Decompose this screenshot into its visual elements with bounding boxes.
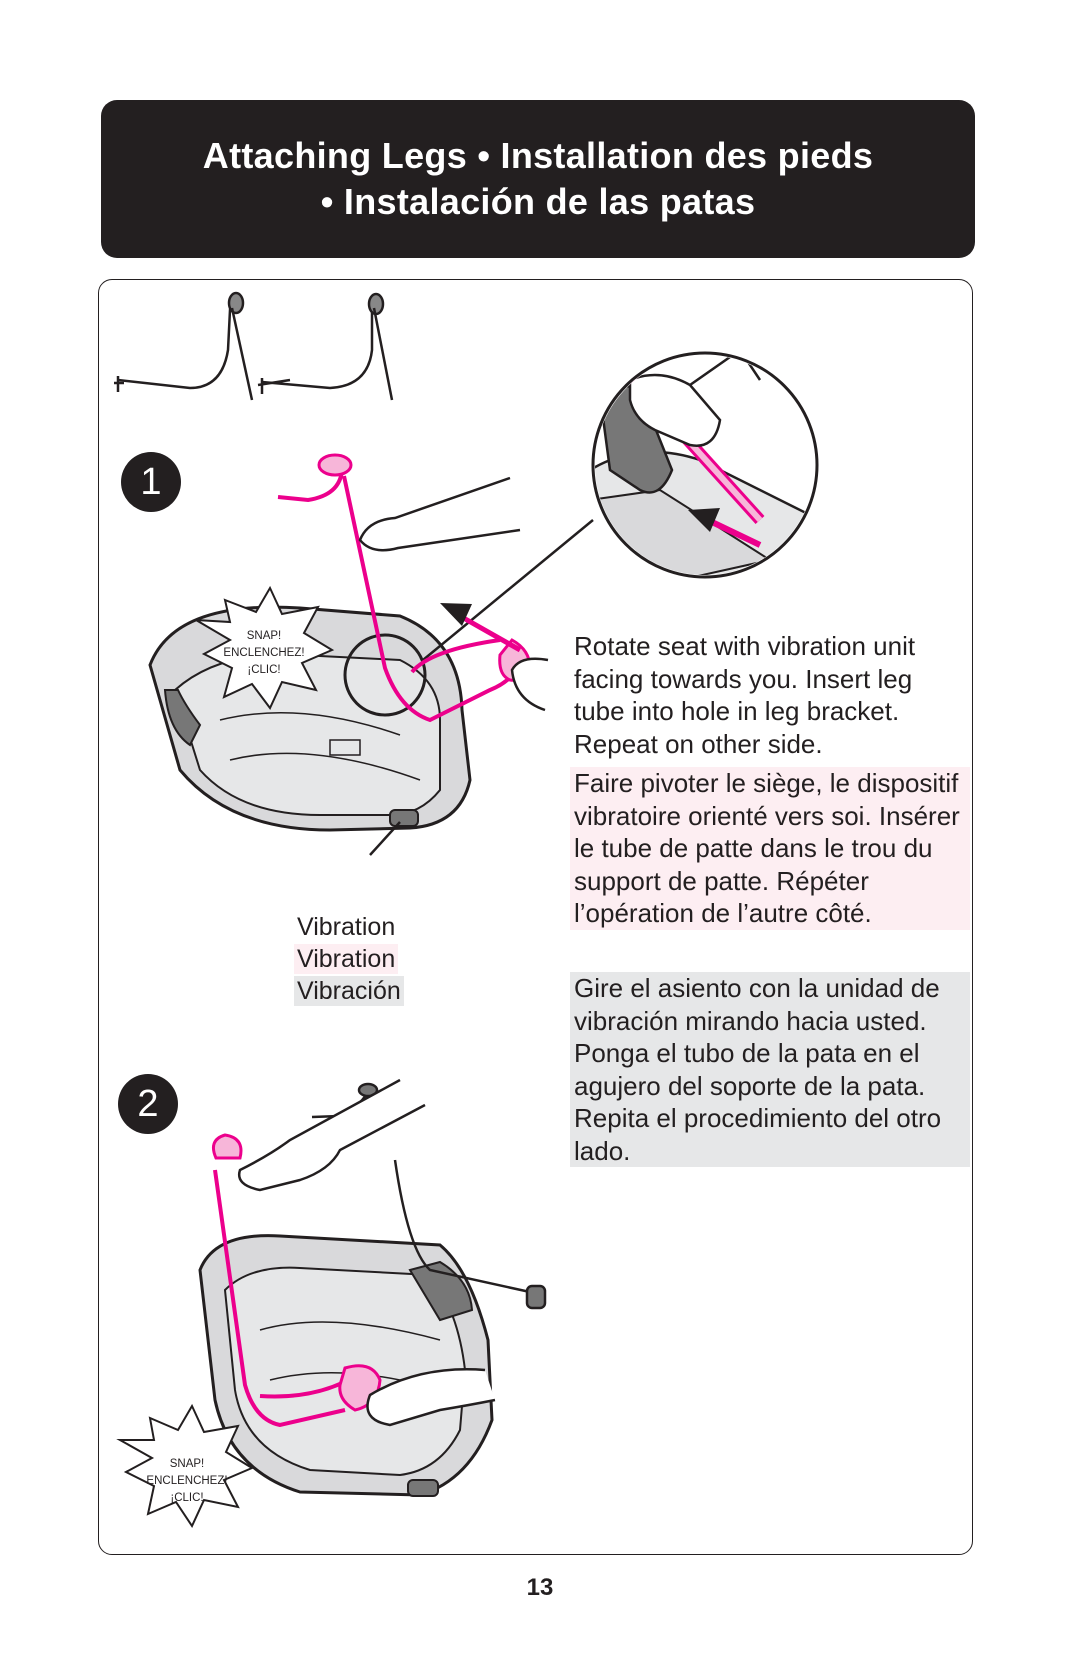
vibration-label-en: Vibration — [297, 913, 396, 941]
snap-burst-icon — [116, 1403, 255, 1529]
zoom-leader-line — [422, 519, 594, 661]
vibration-label-fr: Vibration — [294, 944, 399, 974]
snap-label: SNAP! ENCLENCHEZ! ¡CLIC! — [223, 630, 305, 676]
instruction-es: Gire el asiento con la unidad de vibraci… — [570, 972, 970, 1167]
zoom-ring — [343, 633, 427, 717]
step-number-1: 1 — [121, 452, 181, 512]
vibration-label-es: Vibración — [294, 976, 404, 1006]
instruction-fr: Faire pivoter le siège, le dispositif vi… — [570, 767, 970, 930]
vibration-leader-line — [369, 821, 401, 856]
page-number: 13 — [526, 1574, 554, 1601]
title-banner: Attaching Legs • Installation des pieds … — [101, 100, 975, 258]
step-number-2: 2 — [118, 1074, 178, 1134]
instruction-en: Rotate seat with vibration unit facing t… — [574, 631, 916, 759]
hand-illustration — [358, 476, 549, 712]
leg-tube-icon — [114, 291, 254, 401]
zoom-inset-icon — [591, 351, 819, 579]
title-line-1: Attaching Legs • Installation des pieds — [202, 135, 874, 176]
snap-burst-icon — [195, 585, 335, 710]
arrow-icon — [440, 603, 522, 653]
snap-label: SNAP! ENCLENCHEZ! ¡CLIC! — [146, 1458, 228, 1504]
leg-tube-icon — [257, 292, 394, 401]
title-line-2: • Instalación de las patas — [320, 181, 756, 222]
instruction-panel — [98, 279, 973, 1555]
hand-illustration — [237, 1078, 496, 1427]
